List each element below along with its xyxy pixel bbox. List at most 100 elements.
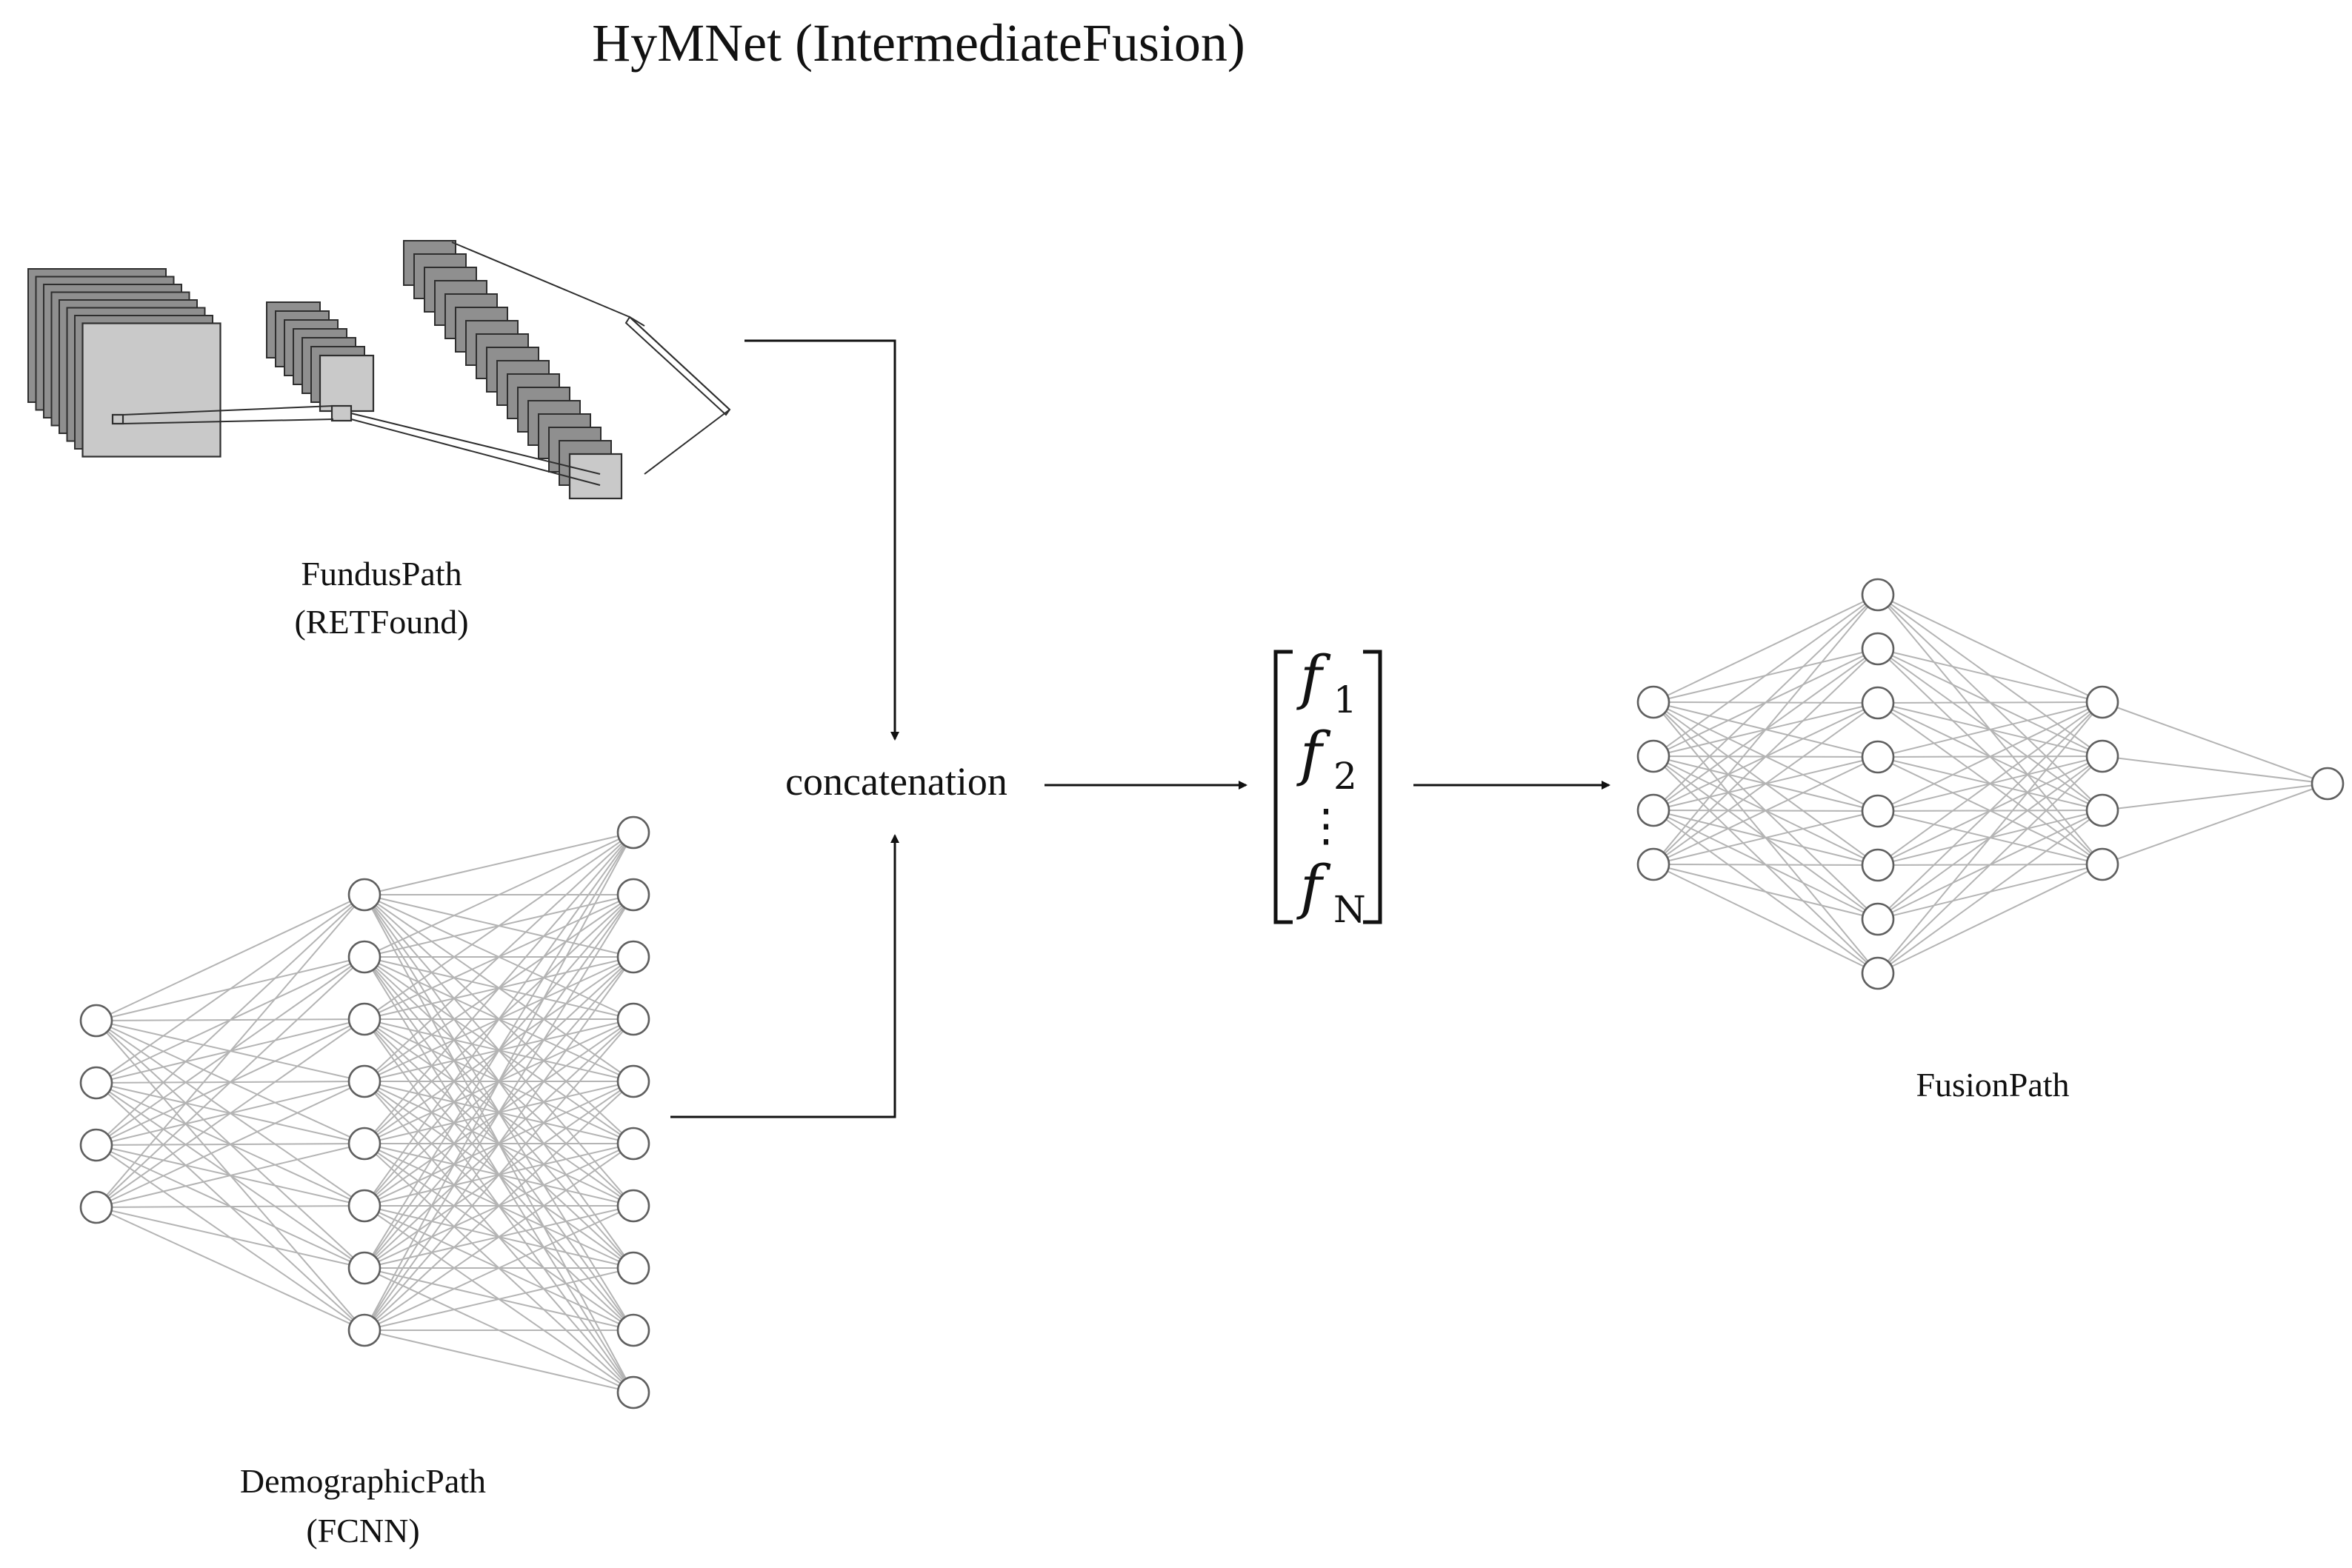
fusion-edge xyxy=(1877,701,2103,812)
demographic-network xyxy=(79,815,650,1409)
demographic-edge xyxy=(364,1143,634,1331)
demographic-node-layer-2 xyxy=(347,940,382,974)
demographic-node-layer-3 xyxy=(616,815,650,850)
fusion-node-layer-3 xyxy=(2085,847,2119,881)
feature-f2-symbol: f xyxy=(1296,719,1331,788)
fusion-edge xyxy=(1877,701,2103,704)
demographic-node-layer-3 xyxy=(616,940,650,974)
fusion-edge xyxy=(1877,594,2103,703)
fusion-edge xyxy=(1653,648,1879,865)
fusion-edge xyxy=(1653,810,1879,865)
fusion-edge xyxy=(1877,701,2103,866)
fusion-node-layer-2 xyxy=(1861,956,1895,990)
fusion-edge xyxy=(2102,783,2328,811)
fusion-edge xyxy=(1877,755,2103,974)
fusion-edge xyxy=(1877,648,2103,703)
fusion-edge xyxy=(1877,701,2103,758)
demographic-node-layer-2 xyxy=(347,1313,382,1347)
feature-fN-symbol: f xyxy=(1296,853,1331,921)
demographic-edge xyxy=(364,1205,634,1331)
feature-ellipsis: ⋮ xyxy=(1304,800,1348,852)
demographic-path-sublabel: (FCNN) xyxy=(306,1512,419,1549)
projection-line xyxy=(122,418,334,424)
fundus-cnn-illustration xyxy=(27,240,731,500)
demographic-edge xyxy=(96,1207,365,1269)
feature-vector: f 1 f 2 ⋮ f N xyxy=(1273,643,1382,931)
projection-line xyxy=(451,241,630,318)
demographic-node-layer-1 xyxy=(79,1066,113,1100)
flattened-output xyxy=(624,316,731,416)
demographic-edge xyxy=(96,894,365,1021)
demographic-node-layer-2 xyxy=(347,1189,382,1223)
demographic-edge xyxy=(96,1207,365,1331)
demographic-node-layer-3 xyxy=(616,1002,650,1036)
demographic-edge xyxy=(364,832,634,1144)
fusion-edge xyxy=(1653,594,1879,703)
demographic-node-layer-2 xyxy=(347,878,382,912)
fusion-node-layer-2 xyxy=(1861,902,1895,936)
fusion-node-layer-1 xyxy=(1636,847,1670,881)
demographic-node-layer-3 xyxy=(616,1251,650,1285)
fusion-edge xyxy=(1653,702,1879,865)
fusion-edge xyxy=(1653,864,1879,974)
demographic-edge xyxy=(364,832,634,1331)
demographic-node-layer-2 xyxy=(347,1251,382,1285)
demographic-edge xyxy=(364,832,634,1207)
demographic-edge xyxy=(96,1081,365,1208)
feature-map xyxy=(319,354,375,413)
demographic-edge xyxy=(364,1018,634,1331)
fusion-node-layer-2 xyxy=(1861,632,1895,666)
fusion-edge xyxy=(2102,783,2328,865)
demographic-node-layer-3 xyxy=(616,1064,650,1098)
fusion-network-nodes xyxy=(1636,578,2345,990)
demographic-node-layer-3 xyxy=(616,1313,650,1347)
demographic-path-label: DemographicPath xyxy=(240,1462,486,1500)
fusion-node-layer-2 xyxy=(1861,578,1895,612)
demographic-to-concat-arrow xyxy=(670,834,899,1118)
demographic-edge xyxy=(364,832,634,1269)
fusion-edge xyxy=(2102,755,2328,784)
fusion-edge xyxy=(1877,864,2103,974)
fusion-edge xyxy=(1877,701,2103,974)
demographic-edge xyxy=(364,1267,634,1331)
receptive-field-patch xyxy=(330,404,353,422)
demographic-edge xyxy=(364,832,634,895)
demographic-edge xyxy=(96,894,365,1084)
demographic-node-layer-2 xyxy=(347,1127,382,1161)
fusion-edge xyxy=(1653,756,1879,865)
fusion-node-layer-3 xyxy=(2085,793,2119,827)
fusion-edge xyxy=(1653,594,1879,757)
demographic-edge xyxy=(364,894,634,1331)
demographic-node-layer-1 xyxy=(79,1190,113,1224)
fusion-network xyxy=(1636,578,2345,990)
demographic-edge xyxy=(96,1143,365,1208)
demographic-edge xyxy=(96,956,365,1208)
demographic-edge xyxy=(364,956,634,1331)
fusion-edge xyxy=(1653,594,1879,811)
feature-f1-subscript: 1 xyxy=(1333,678,1357,721)
demographic-edge xyxy=(96,894,365,1208)
demographic-edge xyxy=(96,1205,365,1208)
fusion-path-label: FusionPath xyxy=(1916,1066,2069,1104)
fusion-node-layer-2 xyxy=(1861,848,1895,882)
left-bracket xyxy=(1273,650,1293,924)
fusion-edge xyxy=(1877,810,2103,974)
fundus-to-concat-arrow xyxy=(744,339,899,741)
demographic-node-layer-2 xyxy=(347,1064,382,1098)
feature-fN-subscript: N xyxy=(1333,888,1366,931)
fusion-node-layer-2 xyxy=(1861,740,1895,774)
fusion-edge xyxy=(1877,701,2103,920)
demographic-node-layer-1 xyxy=(79,1128,113,1162)
fusion-node-layer-4 xyxy=(2311,767,2345,801)
feature-map xyxy=(81,322,221,458)
demographic-edge xyxy=(364,832,634,1020)
fusion-network-edges xyxy=(1653,594,2328,974)
concatenation-label: concatenation xyxy=(785,759,1007,804)
feature-f2-subscript: 2 xyxy=(1333,755,1357,798)
fusion-edge xyxy=(1653,594,1879,865)
fusion-edge xyxy=(1653,864,1879,920)
demographic-node-layer-2 xyxy=(347,1002,382,1036)
receptive-field-patch xyxy=(111,413,124,425)
demographic-node-layer-3 xyxy=(616,1375,650,1409)
